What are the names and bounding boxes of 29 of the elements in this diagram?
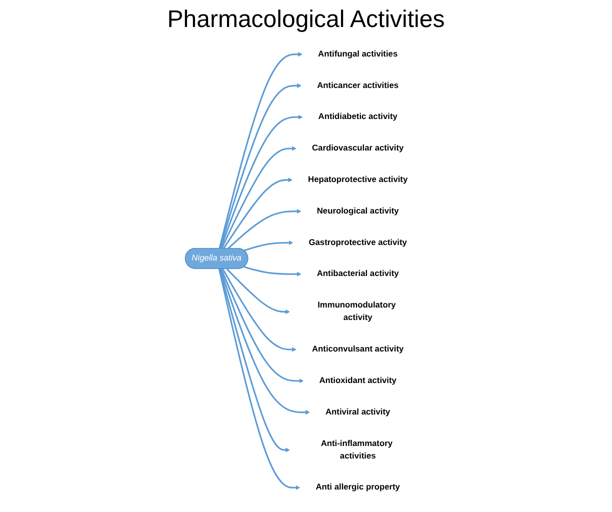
node-text: Antidiabetic activity (318, 112, 398, 122)
arrow (219, 268, 290, 452)
node-text: Anticonvulsant activity (312, 344, 404, 354)
node-text: Antioxidant activity (320, 376, 397, 386)
diagram-title: Pharmacological Activities (166, 6, 446, 34)
node-text: Gastroprotective activity (309, 238, 408, 247)
node-text: Anti-inflammatory activities (321, 438, 393, 460)
arrow (226, 268, 290, 314)
arrow (220, 114, 304, 249)
node-text: Anti allergic property (316, 482, 400, 492)
arrow (221, 146, 297, 249)
arrow (220, 268, 310, 415)
arrow (220, 268, 304, 384)
node-text: Antibacterial activity (317, 269, 400, 278)
arrow (228, 209, 302, 250)
arrow (223, 178, 294, 249)
node-text: Antifungal activities (318, 50, 398, 59)
arrow (222, 268, 297, 352)
node-text: Anticancer activities (318, 81, 400, 90)
arrow (220, 83, 302, 249)
arrow (244, 266, 302, 276)
node-text: Cardiovascular activity (312, 144, 404, 153)
node-text: Neurological activity (317, 206, 400, 216)
arrow (219, 52, 304, 249)
node-text: Hepatoprotective activity (308, 175, 408, 184)
arrow (244, 240, 294, 252)
node-text: Antiviral activity (326, 408, 391, 416)
node-text: Immunomodulatory activity (318, 300, 396, 322)
arrow (218, 268, 301, 490)
